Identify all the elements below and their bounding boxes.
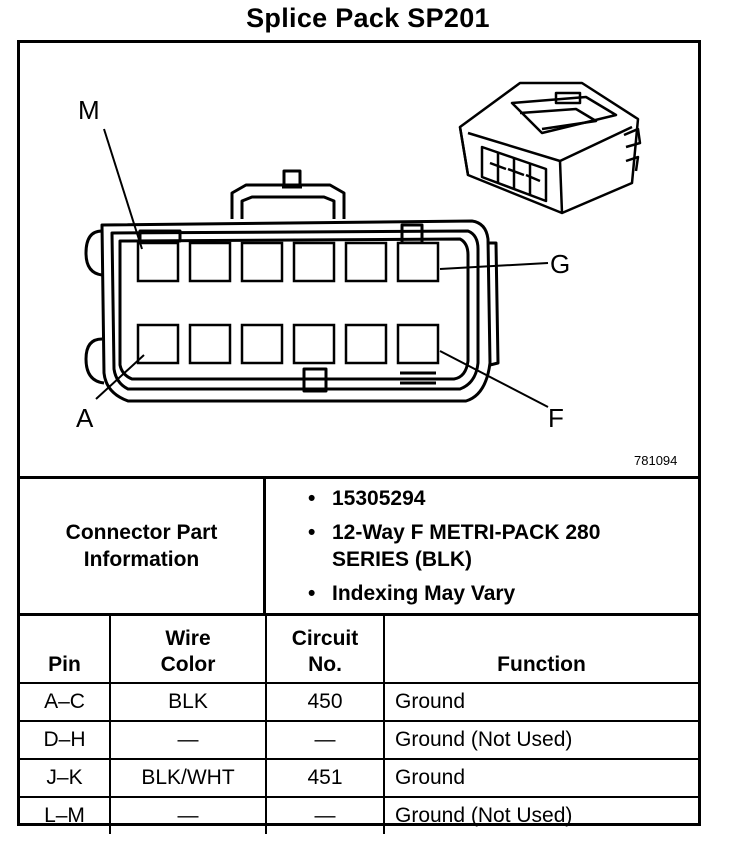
connector-3d-view bbox=[458, 81, 642, 215]
cavity-J bbox=[292, 241, 336, 283]
bullet-icon: • bbox=[308, 582, 316, 605]
cavity-C bbox=[240, 323, 284, 365]
left-ear-top bbox=[84, 229, 103, 277]
cavity-B bbox=[188, 323, 232, 365]
cavity-G bbox=[396, 241, 440, 283]
info-item: • 12-Way F METRI-PACK 280 SERIES (BLK) bbox=[266, 519, 696, 573]
info-item-line2: SERIES (BLK) bbox=[332, 548, 473, 571]
info-item-line1: 15305294 bbox=[332, 487, 426, 510]
connector-info-label: Connector Part Information bbox=[20, 479, 266, 613]
connector-info-label-line1: Connector Part bbox=[65, 521, 218, 544]
corner-key-top-left bbox=[138, 229, 182, 243]
cell-circuit: — bbox=[265, 720, 385, 760]
pin-label-g: G bbox=[550, 249, 570, 279]
figure-number: 781094 bbox=[634, 453, 678, 468]
bullet-icon: • bbox=[308, 521, 316, 544]
latch-inner bbox=[240, 195, 336, 219]
cell-pin: L–M bbox=[20, 796, 111, 834]
right-ear bbox=[488, 241, 500, 367]
bottom-tab bbox=[302, 367, 328, 393]
connector-info-section: Connector Part Information • 15305294 • … bbox=[20, 476, 698, 613]
page-title: Splice Pack SP201 bbox=[246, 3, 490, 33]
header-circuit-no: Circuit No. bbox=[265, 613, 385, 684]
cell-wire-color: BLK/WHT bbox=[109, 758, 267, 798]
cell-function: Ground (Not Used) bbox=[383, 720, 698, 760]
connector-diagram: M G A F 78109 bbox=[20, 43, 698, 476]
connector-drawing: M G A F bbox=[76, 81, 642, 433]
cell-function: Ground (Not Used) bbox=[383, 796, 698, 834]
cell-circuit: — bbox=[265, 796, 385, 834]
left-ear-bottom bbox=[84, 337, 105, 385]
cavity-E bbox=[344, 323, 388, 365]
table-row: D–H — — Ground (Not Used) bbox=[20, 720, 698, 760]
header-pin: Pin bbox=[20, 613, 111, 684]
pin-label-a: A bbox=[76, 403, 94, 433]
pin-label-m: M bbox=[78, 95, 100, 125]
cell-wire-color: — bbox=[109, 720, 267, 760]
connector-info-list: • 15305294 • 12-Way F METRI-PACK 280 SER… bbox=[266, 485, 696, 614]
table-row: J–K BLK/WHT 451 Ground bbox=[20, 758, 698, 798]
leader-line-a bbox=[95, 354, 145, 400]
table-header-row: Pin Wire Color Circuit No. Function bbox=[20, 613, 698, 684]
table-row: A–C BLK 450 Ground bbox=[20, 682, 698, 722]
cell-wire-color: BLK bbox=[109, 682, 267, 722]
cell-circuit: 450 bbox=[265, 682, 385, 722]
leader-line-g bbox=[439, 262, 549, 270]
cell-pin: J–K bbox=[20, 758, 111, 798]
connector-info-label-line2: Information bbox=[83, 548, 200, 571]
bullet-icon: • bbox=[308, 487, 316, 510]
cavity-A bbox=[136, 323, 180, 365]
info-item-line1: Indexing May Vary bbox=[332, 582, 516, 605]
info-item: • Indexing May Vary bbox=[266, 580, 696, 607]
cell-function: Ground bbox=[383, 758, 698, 798]
cavity-F bbox=[396, 323, 440, 365]
leader-line-f bbox=[439, 350, 549, 408]
cell-pin: A–C bbox=[20, 682, 111, 722]
table-row: L–M — — Ground (Not Used) bbox=[20, 796, 698, 834]
cavity-H bbox=[344, 241, 388, 283]
latch-outer bbox=[230, 183, 346, 219]
cell-function: Ground bbox=[383, 682, 698, 722]
connector-frame: M G A F 78109 bbox=[17, 40, 701, 834]
header-wire-color: Wire Color bbox=[109, 613, 267, 684]
cell-wire-color: — bbox=[109, 796, 267, 834]
connector-body-outer bbox=[100, 219, 492, 403]
info-item-line1: 12-Way F METRI-PACK 280 bbox=[332, 521, 601, 544]
pin-label-f: F bbox=[548, 403, 564, 433]
cavity-D bbox=[292, 323, 336, 365]
header-function: Function bbox=[383, 613, 698, 684]
cavity-L bbox=[188, 241, 232, 283]
leader-line-m bbox=[103, 128, 143, 250]
cavity-M bbox=[136, 241, 180, 283]
cell-circuit: 451 bbox=[265, 758, 385, 798]
pin-table: Pin Wire Color Circuit No. Function A–C … bbox=[20, 613, 698, 834]
info-item: • 15305294 bbox=[266, 485, 696, 512]
cavity-K bbox=[240, 241, 284, 283]
cell-pin: D–H bbox=[20, 720, 111, 760]
